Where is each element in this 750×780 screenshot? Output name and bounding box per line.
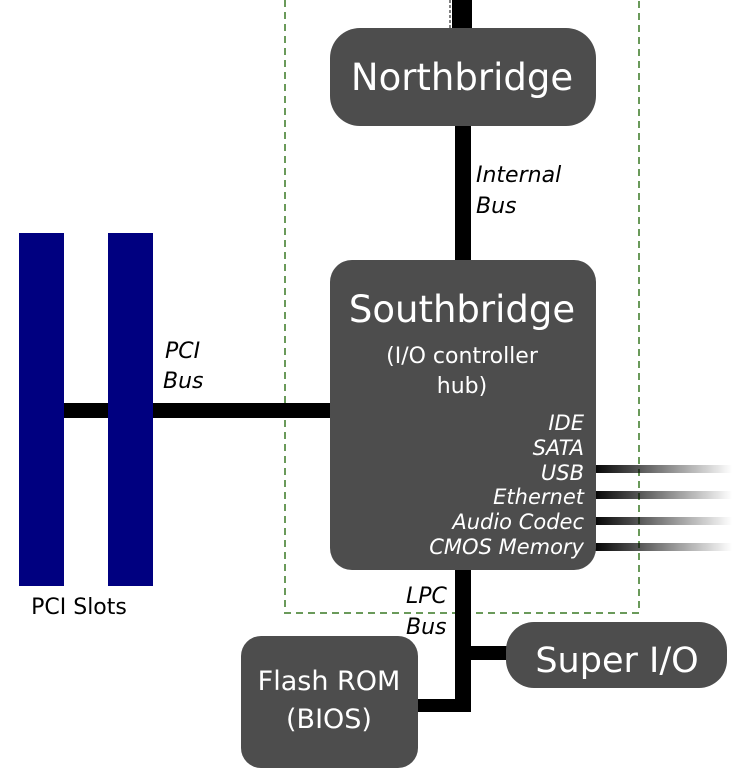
pci-bus-label-line2: Bus bbox=[163, 369, 204, 394]
pci-slots-label: PCI Slots bbox=[31, 595, 127, 620]
pci-bus-line bbox=[62, 403, 332, 418]
lpc-to-flashrom-line bbox=[415, 699, 471, 712]
pci-slot-1 bbox=[19, 233, 64, 586]
super-io-chip bbox=[506, 622, 727, 688]
pci-slot-2 bbox=[108, 233, 153, 586]
port-usb: USB bbox=[541, 461, 584, 485]
northbridge-chip bbox=[330, 28, 596, 126]
northbridge-title: Northbridge bbox=[351, 56, 573, 99]
cmos-memory-port-line bbox=[592, 543, 732, 551]
internal-bus-label-line2: Bus bbox=[476, 194, 517, 219]
lpc-to-superio-line bbox=[462, 646, 510, 660]
southbridge-chip bbox=[330, 260, 596, 570]
northbridge-top-bus bbox=[452, 0, 472, 30]
flash-rom-chip bbox=[241, 636, 418, 768]
internal-bus-line bbox=[455, 120, 471, 265]
lpc-bus-label-line2: Bus bbox=[406, 615, 447, 640]
flash-rom-line1: Flash ROM bbox=[258, 666, 401, 697]
lpc-bus-line bbox=[455, 568, 471, 711]
pci-bus-label-line1: PCI bbox=[165, 339, 200, 364]
southbridge-subtitle-line2: hub) bbox=[437, 374, 487, 399]
audio-codec-port-line bbox=[592, 517, 732, 525]
southbridge-title: Southbridge bbox=[349, 288, 575, 331]
port-ethernet: Ethernet bbox=[493, 485, 585, 509]
southbridge-subtitle-line1: (I/O controller bbox=[386, 344, 539, 369]
super-io-title: Super I/O bbox=[535, 641, 698, 681]
chipset-boundary bbox=[284, 0, 640, 614]
port-ide: IDE bbox=[548, 411, 584, 435]
internal-bus-label-line1: Internal bbox=[476, 163, 561, 188]
lpc-bus-label-line1: LPC bbox=[406, 584, 448, 609]
usb-port-line bbox=[592, 465, 732, 473]
flash-rom-line2: (BIOS) bbox=[286, 704, 372, 735]
port-sata: SATA bbox=[533, 436, 584, 460]
port-audio-codec: Audio Codec bbox=[450, 510, 584, 534]
port-cmos-memory: CMOS Memory bbox=[429, 535, 584, 559]
ethernet-port-line bbox=[592, 491, 732, 499]
